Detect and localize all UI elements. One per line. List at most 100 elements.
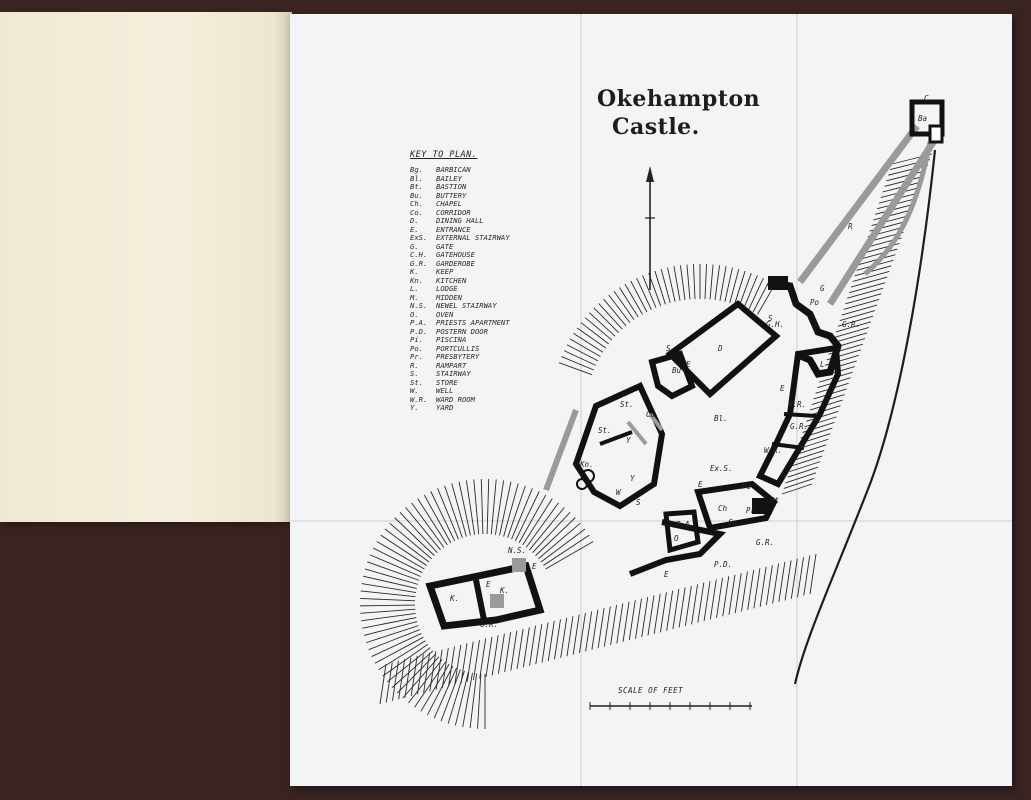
key-abbr: P.D. bbox=[410, 326, 428, 336]
map-label: E bbox=[780, 384, 785, 393]
bailey-hachure bbox=[724, 267, 733, 302]
key-abbr: L. bbox=[410, 284, 419, 293]
key-name: GATEHOUSE bbox=[436, 250, 475, 259]
south-slope-hachure bbox=[591, 609, 599, 650]
east-slope-hachure bbox=[804, 416, 837, 428]
south-slope-hachure bbox=[572, 614, 580, 655]
west-range-walls bbox=[572, 382, 666, 510]
east-slope-hachure bbox=[845, 293, 882, 305]
ward-room-divider bbox=[783, 412, 817, 418]
motte-hachure bbox=[427, 665, 454, 716]
barbican-tower bbox=[909, 99, 945, 137]
south-slope-hachure bbox=[778, 561, 786, 603]
key-abbr: Kn. bbox=[410, 275, 423, 285]
key-name: PRIESTS APARTMENT bbox=[436, 318, 510, 327]
key-item: C.H. GATEHOUSE bbox=[410, 250, 610, 260]
key-name: MIDDEN bbox=[436, 292, 462, 302]
key-item: Ch.CHAPEL bbox=[410, 199, 610, 209]
key-abbr: St. bbox=[410, 377, 423, 387]
bailey-hachure bbox=[619, 287, 639, 318]
south-slope-hachure bbox=[429, 651, 437, 692]
map-label: S bbox=[666, 344, 671, 353]
corridor-strip bbox=[543, 408, 579, 492]
map-label: Pr bbox=[746, 506, 756, 515]
south-slope-hachure bbox=[392, 660, 399, 701]
map-label: Pi bbox=[742, 482, 752, 491]
bailey-hachure bbox=[748, 277, 764, 310]
key-item: Kn.KITCHEN bbox=[410, 275, 610, 286]
motte-hachure bbox=[396, 653, 437, 694]
key-name: PISCINA bbox=[436, 335, 467, 344]
east-slope-hachure bbox=[783, 477, 815, 489]
map-label: Co bbox=[646, 410, 656, 419]
south-slope-hachure bbox=[410, 655, 418, 697]
bailey-hachure bbox=[693, 264, 696, 300]
south-slope-hachure bbox=[466, 641, 474, 682]
south-slope-hachure bbox=[547, 620, 555, 662]
bailey-hachure bbox=[719, 266, 727, 301]
south-slope-hachure bbox=[803, 555, 811, 596]
map-label: G.R. bbox=[756, 538, 775, 547]
east-slope-hachure bbox=[843, 298, 880, 310]
motte-hachure bbox=[386, 647, 431, 683]
motte-hachure bbox=[451, 483, 467, 537]
map-label: K. bbox=[450, 594, 460, 603]
fold-line-horizontal bbox=[290, 520, 1012, 522]
south-slope-hachure bbox=[709, 579, 717, 620]
bailey-hachure bbox=[734, 270, 746, 305]
map-label: Kn. bbox=[580, 460, 594, 469]
ward-room-divider bbox=[771, 442, 805, 450]
south-slope-hachure bbox=[759, 566, 767, 607]
store-divider bbox=[599, 430, 633, 446]
motte-hachure bbox=[363, 621, 418, 636]
south-slope-hachure bbox=[435, 649, 443, 690]
key-abbr: Pi. bbox=[410, 335, 423, 344]
map-label: C bbox=[924, 94, 929, 103]
key-name: KEEP bbox=[436, 267, 454, 276]
south-slope-hachure bbox=[734, 573, 742, 614]
south-slope-hachure bbox=[659, 592, 667, 633]
motte-hachure bbox=[360, 590, 416, 598]
east-slope-hachure bbox=[794, 444, 827, 456]
east-slope-hachure bbox=[852, 271, 890, 282]
map-label: P.D. bbox=[714, 560, 733, 569]
bailey-hachure bbox=[738, 272, 752, 307]
key-abbr: K. bbox=[410, 267, 419, 276]
bailey-hachure bbox=[752, 280, 770, 313]
key-abbr: Bg. bbox=[410, 165, 423, 174]
map-label: W.R. bbox=[764, 446, 783, 455]
map-label: E bbox=[664, 570, 669, 579]
map-label: Po bbox=[810, 298, 820, 307]
motte-hachure bbox=[532, 512, 571, 553]
motte-hachure bbox=[480, 479, 484, 535]
motte-hachure bbox=[430, 491, 456, 542]
map-label: Y bbox=[626, 436, 631, 445]
motte-hachure bbox=[494, 480, 505, 535]
motte-hachure bbox=[378, 640, 426, 671]
motte-hachure bbox=[423, 494, 452, 544]
motte-hachure bbox=[538, 522, 581, 560]
motte-hachure bbox=[503, 483, 519, 537]
key-name: BASTION bbox=[436, 182, 467, 191]
map-label: G.H. bbox=[766, 320, 785, 329]
south-slope-hachure bbox=[722, 576, 730, 617]
key-abbr: C.H. bbox=[410, 250, 428, 259]
east-slope-hachure bbox=[850, 276, 888, 288]
motte-hachure bbox=[394, 517, 435, 556]
key-item: K. KEEP bbox=[410, 267, 610, 277]
rampart-approach bbox=[827, 137, 938, 306]
map-label: St. bbox=[620, 400, 634, 409]
key-item: Pr.PRESBYTERY bbox=[410, 352, 610, 362]
south-slope-hachure bbox=[653, 593, 661, 634]
south-slope-hachure bbox=[666, 590, 674, 631]
keep-grey-block bbox=[512, 558, 526, 572]
south-slope-hachure bbox=[728, 574, 736, 615]
map-label: Co bbox=[728, 518, 738, 527]
south-slope-hachure bbox=[641, 596, 649, 638]
south-slope-hachure bbox=[504, 632, 512, 673]
key-name: BUTTERY bbox=[436, 190, 467, 200]
bailey-hachure bbox=[584, 317, 613, 341]
east-slope-hachure bbox=[789, 461, 821, 473]
corridor-strip bbox=[648, 412, 664, 432]
map-label: E bbox=[698, 480, 703, 489]
